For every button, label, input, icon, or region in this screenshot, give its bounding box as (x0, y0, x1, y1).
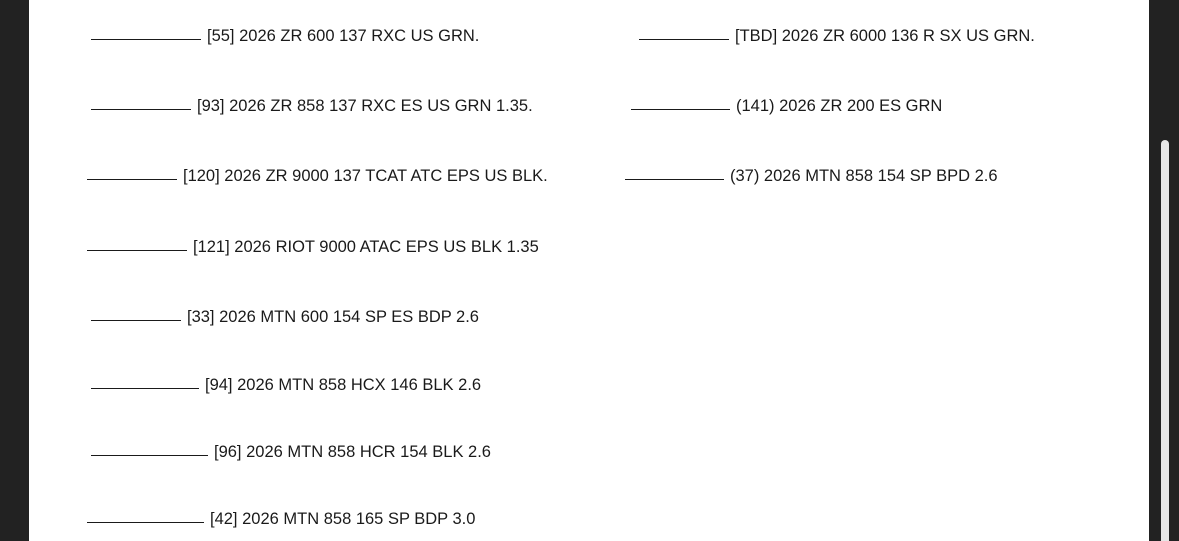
list-item: [33] 2026 MTN 600 154 SP ES BDP 2.6 (91, 308, 479, 327)
item-text: (141) 2026 ZR 200 ES GRN (736, 97, 943, 115)
document-page: [55] 2026 ZR 600 137 RXC US GRN. [93] 20… (29, 0, 1149, 541)
list-item: [121] 2026 RIOT 9000 ATAC EPS US BLK 1.3… (87, 238, 539, 257)
item-text: [93] 2026 ZR 858 137 RXC ES US GRN 1.35. (197, 97, 533, 115)
fill-in-blank (91, 454, 208, 456)
list-item: (37) 2026 MTN 858 154 SP BPD 2.6 (625, 167, 998, 186)
item-text: [121] 2026 RIOT 9000 ATAC EPS US BLK 1.3… (193, 238, 539, 256)
item-text: [TBD] 2026 ZR 6000 136 R SX US GRN. (735, 27, 1035, 45)
fill-in-blank (91, 387, 199, 389)
fill-in-blank (631, 108, 730, 110)
fill-in-blank (639, 38, 729, 40)
fill-in-blank (91, 108, 191, 110)
fill-in-blank (87, 521, 204, 523)
list-item: [93] 2026 ZR 858 137 RXC ES US GRN 1.35. (91, 97, 533, 116)
list-item: (141) 2026 ZR 200 ES GRN (631, 97, 942, 116)
list-item: [94] 2026 MTN 858 HCX 146 BLK 2.6 (91, 376, 481, 395)
fill-in-blank (91, 38, 201, 40)
list-item: [TBD] 2026 ZR 6000 136 R SX US GRN. (639, 27, 1035, 46)
item-text: [120] 2026 ZR 9000 137 TCAT ATC EPS US B… (183, 167, 548, 185)
vertical-scrollbar-thumb[interactable] (1161, 140, 1169, 541)
fill-in-blank (87, 249, 187, 251)
item-text: (37) 2026 MTN 858 154 SP BPD 2.6 (730, 167, 998, 185)
item-text: [42] 2026 MTN 858 165 SP BDP 3.0 (210, 510, 476, 528)
fill-in-blank (91, 319, 181, 321)
item-text: [55] 2026 ZR 600 137 RXC US GRN. (207, 27, 480, 45)
list-item: [120] 2026 ZR 9000 137 TCAT ATC EPS US B… (87, 167, 548, 186)
item-text: [96] 2026 MTN 858 HCR 154 BLK 2.6 (214, 443, 491, 461)
list-item: [42] 2026 MTN 858 165 SP BDP 3.0 (87, 510, 475, 529)
list-item: [96] 2026 MTN 858 HCR 154 BLK 2.6 (91, 443, 491, 462)
item-text: [94] 2026 MTN 858 HCX 146 BLK 2.6 (205, 376, 482, 394)
fill-in-blank (625, 178, 724, 180)
fill-in-blank (87, 178, 177, 180)
list-item: [55] 2026 ZR 600 137 RXC US GRN. (91, 27, 479, 46)
item-text: [33] 2026 MTN 600 154 SP ES BDP 2.6 (187, 308, 479, 326)
